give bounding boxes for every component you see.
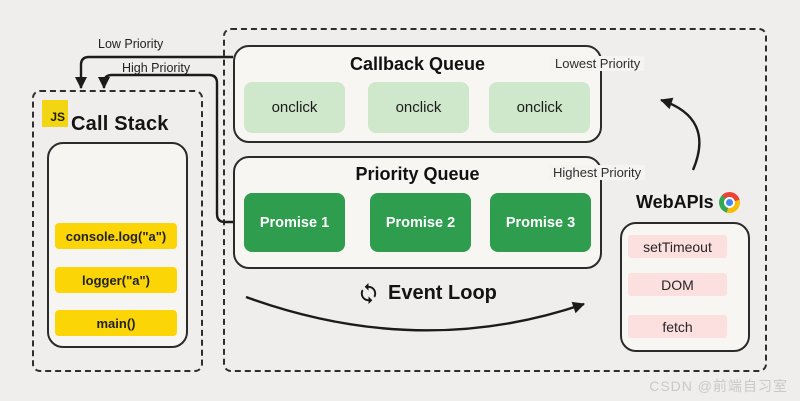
sync-icon (360, 282, 377, 305)
callback-queue-item: onclick (244, 82, 345, 133)
callback-queue-title: Callback Queue (349, 54, 486, 74)
priority-queue-title: Priority Queue (355, 164, 480, 184)
priority-queue-item: Promise 3 (490, 193, 591, 252)
high-priority-label: High Priority (122, 61, 191, 75)
js-logo-icon: JS (42, 100, 68, 127)
low-priority-label: Low Priority (98, 37, 164, 51)
stack-frame: main() (55, 310, 177, 336)
webapi-item: DOM (628, 273, 727, 296)
webapi-item: setTimeout (628, 235, 727, 258)
webapi-item: fetch (628, 315, 727, 338)
stack-frame: console.log("a") (55, 223, 177, 249)
stack-frame: logger("a") (55, 267, 177, 293)
callback-queue-item: onclick (489, 82, 590, 133)
call-stack-title: Call Stack (71, 113, 169, 135)
priority-queue-item: Promise 1 (244, 193, 345, 252)
chrome-icon (718, 192, 740, 213)
watermark: CSDN @前端自习室 (649, 378, 788, 394)
highest-priority-label: Highest Priority (549, 165, 646, 180)
lowest-priority-label: Lowest Priority (551, 56, 645, 71)
event-loop: Event Loop (357, 282, 497, 305)
event-loop-label: Event Loop (388, 282, 497, 304)
webapis-title: WebAPIs (636, 192, 740, 213)
callback-queue-item: onclick (368, 82, 469, 133)
webapis-title-text: WebAPIs (636, 192, 714, 212)
priority-queue-item: Promise 2 (370, 193, 471, 252)
